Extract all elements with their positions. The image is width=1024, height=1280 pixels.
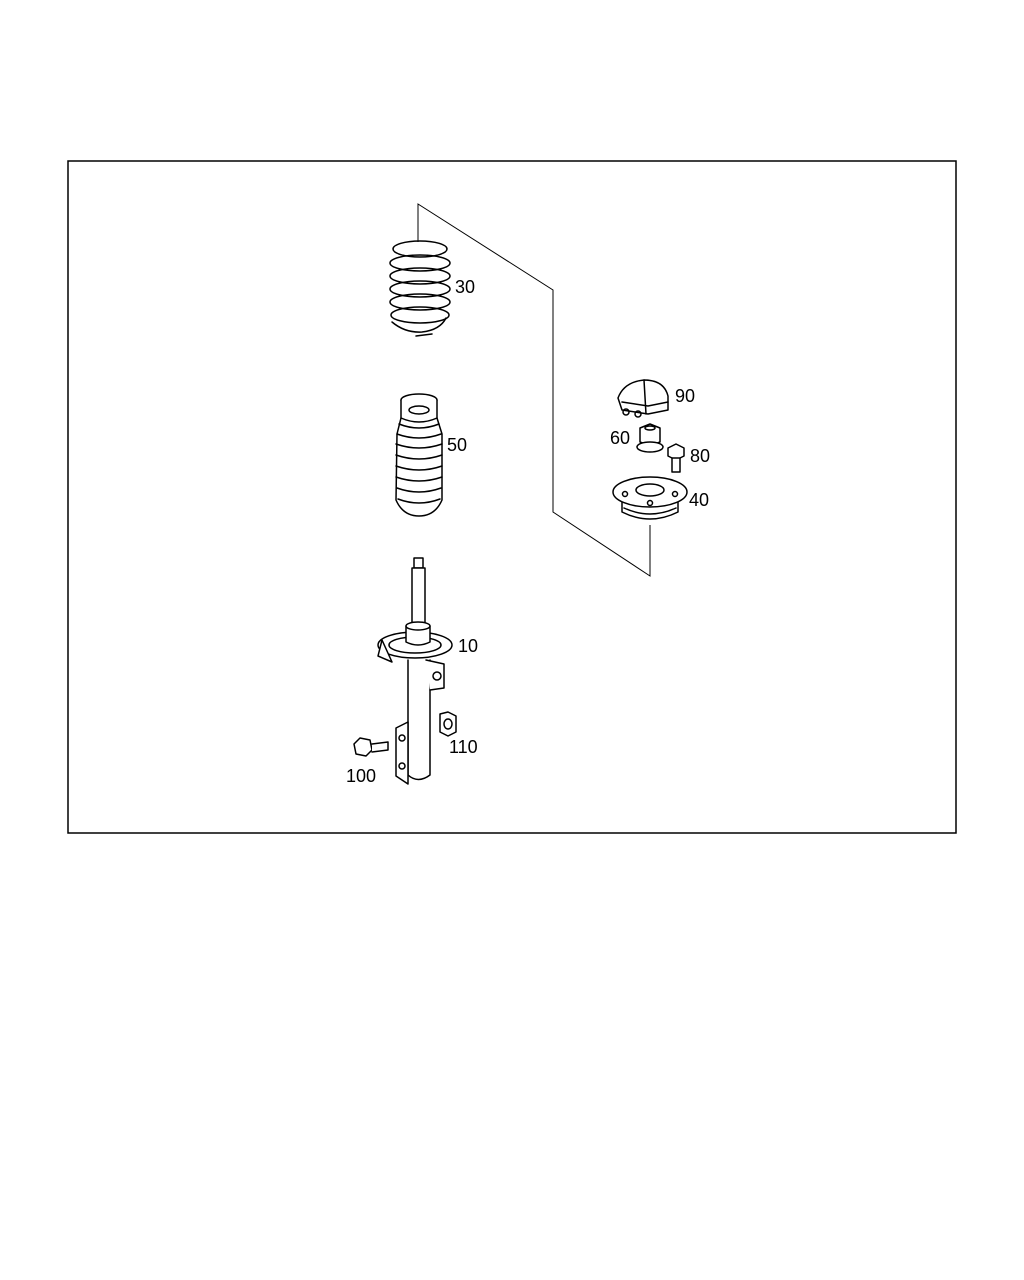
callout-100: 100: [346, 766, 376, 786]
callout-50: 50: [447, 435, 467, 455]
callout-80: 80: [690, 446, 710, 466]
flange-nut: [636, 423, 664, 453]
callout-10: 10: [458, 636, 478, 656]
dust-bellows: [395, 393, 443, 517]
callout-40: 40: [689, 490, 709, 510]
assembly-bracket-line: [417, 203, 651, 577]
callout-110: 110: [449, 737, 478, 757]
hex-bolt-left: [353, 737, 389, 757]
coil-spring: [389, 235, 451, 337]
strut-mount: [612, 476, 688, 520]
mount-bolt: [667, 443, 685, 473]
protective-cap: [617, 379, 669, 418]
diagram-frame: [67, 160, 957, 834]
shock-strut: [377, 557, 453, 785]
hex-nut-right: [439, 711, 457, 737]
callout-90: 90: [675, 386, 695, 406]
callout-30: 30: [455, 277, 475, 297]
callout-60: 60: [610, 428, 630, 448]
